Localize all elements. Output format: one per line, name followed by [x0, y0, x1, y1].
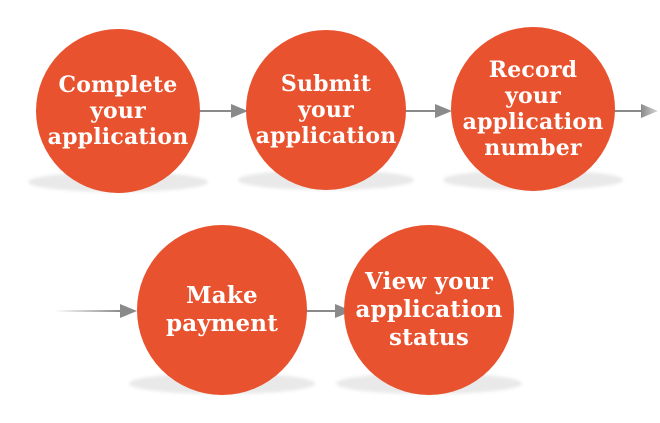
- step-label: Make payment: [165, 282, 279, 337]
- step-label: View your application status: [355, 268, 503, 351]
- step-record-your-application-number: Record your application number: [451, 27, 615, 191]
- arrow-right-fadeout-icon: [612, 104, 658, 118]
- step-view-your-application-status: View your application status: [344, 225, 514, 395]
- arrow-right-fadein-icon: [55, 304, 137, 318]
- step-make-payment: Make payment: [137, 225, 307, 395]
- arrow-right-icon: [404, 104, 452, 118]
- arrow-right-icon: [198, 104, 248, 118]
- arrow-right-icon: [304, 304, 352, 318]
- step-label: Record your application number: [462, 57, 604, 161]
- step-submit-your-application: Submit your application: [246, 30, 406, 190]
- step-complete-your-application: Complete your application: [36, 29, 200, 193]
- step-label: Submit your application: [255, 71, 397, 149]
- step-label: Complete your application: [47, 72, 189, 150]
